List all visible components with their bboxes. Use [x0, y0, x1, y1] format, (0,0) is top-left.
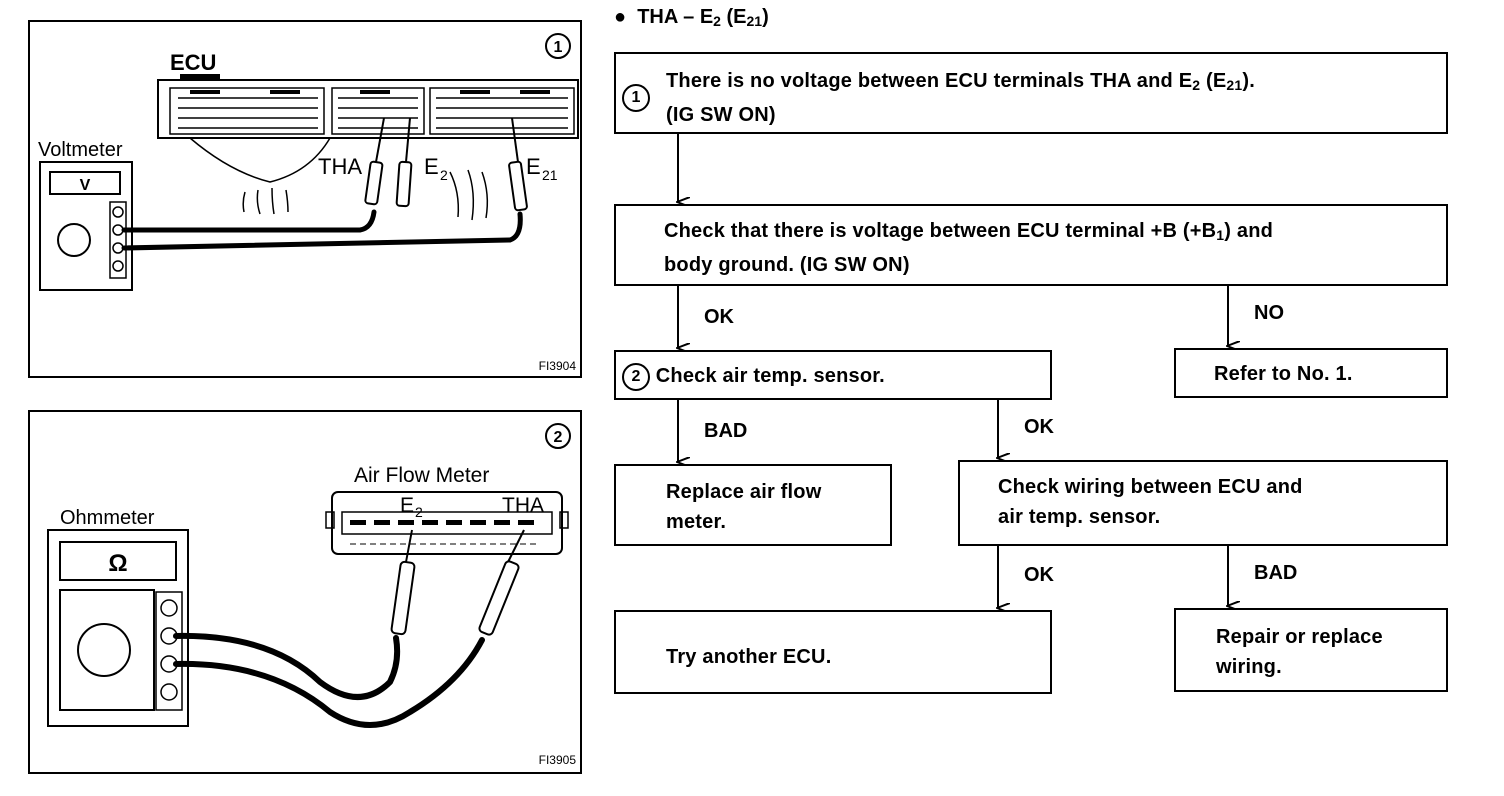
voltmeter-unit: V — [80, 177, 91, 194]
terminal-e2-label: E — [424, 154, 439, 179]
flow-repair-wiring: Repair or replace wiring. — [1174, 608, 1448, 692]
panel-number: 1 — [554, 39, 563, 56]
repair-line-1: Repair or replace — [1216, 626, 1383, 648]
air-flow-meter-label: Air Flow Meter — [354, 464, 489, 487]
panel-number: 2 — [554, 429, 563, 446]
panel-number-circle — [545, 33, 571, 59]
flow-try-another-ecu: Try another ECU. — [614, 610, 1052, 694]
figure-panel-voltmeter: 1 ECU THA — [28, 20, 582, 378]
step-2-text: Check air temp. sensor. — [655, 365, 885, 387]
panel-number-circle — [545, 423, 571, 449]
afm-terminal-tha-label: THA — [502, 494, 544, 517]
figure-panel-ohmmeter: 2 Air Flow Meter E 2 THA Ohmmeter Ω — [28, 410, 582, 774]
step-1-number: 1 — [622, 84, 650, 112]
figure-code: FI3904 — [539, 359, 577, 373]
meter-leads — [121, 209, 523, 251]
flow-step-2: 2 Check air temp. sensor. — [614, 350, 1052, 400]
step-1-line-2: (IG SW ON) — [666, 104, 776, 126]
afm-terminal-e2-label: E — [400, 494, 414, 517]
flow-step-1: 1 There is no voltage between ECU termin… — [614, 52, 1448, 134]
air-flow-meter-connector — [325, 491, 569, 555]
branch-label-ok-1: OK — [704, 306, 734, 328]
check-wiring-line-1: Check wiring between ECU and — [998, 476, 1303, 498]
flow-check-voltage: Check that there is voltage between ECU … — [614, 204, 1448, 286]
branch-label-bad-1: BAD — [704, 420, 748, 442]
refer-text: Refer to No. 1. — [1214, 363, 1353, 385]
ecu-connector — [157, 79, 579, 139]
voltmeter-label: Voltmeter — [38, 139, 123, 161]
try-ecu-text: Try another ECU. — [666, 646, 832, 668]
afm-terminal-e2-sub: 2 — [415, 504, 423, 520]
branch-label-bad-2: BAD — [1254, 562, 1298, 584]
test-probes — [390, 529, 525, 636]
check-voltage-line-1: Check that there is voltage between ECU … — [664, 220, 1274, 243]
figure-code: FI3905 — [539, 753, 577, 767]
meter-leads — [173, 632, 485, 728]
replace-line-1: Replace air flow — [666, 481, 822, 503]
flow-refer: Refer to No. 1. — [1174, 348, 1448, 398]
terminal-e21-label: E — [526, 154, 541, 179]
ohmmeter-afm-illustration: 2 Air Flow Meter E 2 THA Ohmmeter Ω — [47, 423, 577, 767]
repair-line-2: wiring. — [1216, 656, 1282, 678]
voltmeter: V — [39, 161, 133, 291]
terminal-e2-sub: 2 — [440, 167, 448, 183]
heading-bullet: ● — [614, 6, 627, 28]
ohmmeter-unit: Ω — [108, 550, 127, 577]
branch-label-ok-3: OK — [1024, 564, 1054, 586]
step-2-number: 2 — [622, 362, 650, 391]
flow-replace-air-flow-meter: Replace air flow meter. — [614, 464, 892, 546]
flow-check-wiring: Check wiring between ECU and air temp. s… — [958, 460, 1448, 546]
ecu-label: ECU — [170, 50, 216, 75]
check-voltage-line-2: body ground. (IG SW ON) — [664, 254, 910, 276]
test-probes — [364, 117, 528, 212]
branch-label-ok-2: OK — [1024, 416, 1054, 438]
terminal-e21-sub: 21 — [542, 167, 558, 183]
check-wiring-line-2: air temp. sensor. — [998, 506, 1161, 528]
section-heading: ● THA – E2 (E21) — [614, 6, 769, 29]
terminal-tha-label: THA — [318, 154, 362, 179]
wire-harness — [189, 137, 489, 221]
branch-label-no-1: NO — [1254, 302, 1284, 324]
ecu-tab — [180, 74, 220, 80]
ohmmeter-label: Ohmmeter — [60, 507, 155, 529]
voltmeter-ecu-illustration: 1 ECU THA — [38, 33, 579, 373]
replace-line-2: meter. — [666, 511, 727, 533]
step-1-line-1: There is no voltage between ECU terminal… — [666, 70, 1256, 93]
